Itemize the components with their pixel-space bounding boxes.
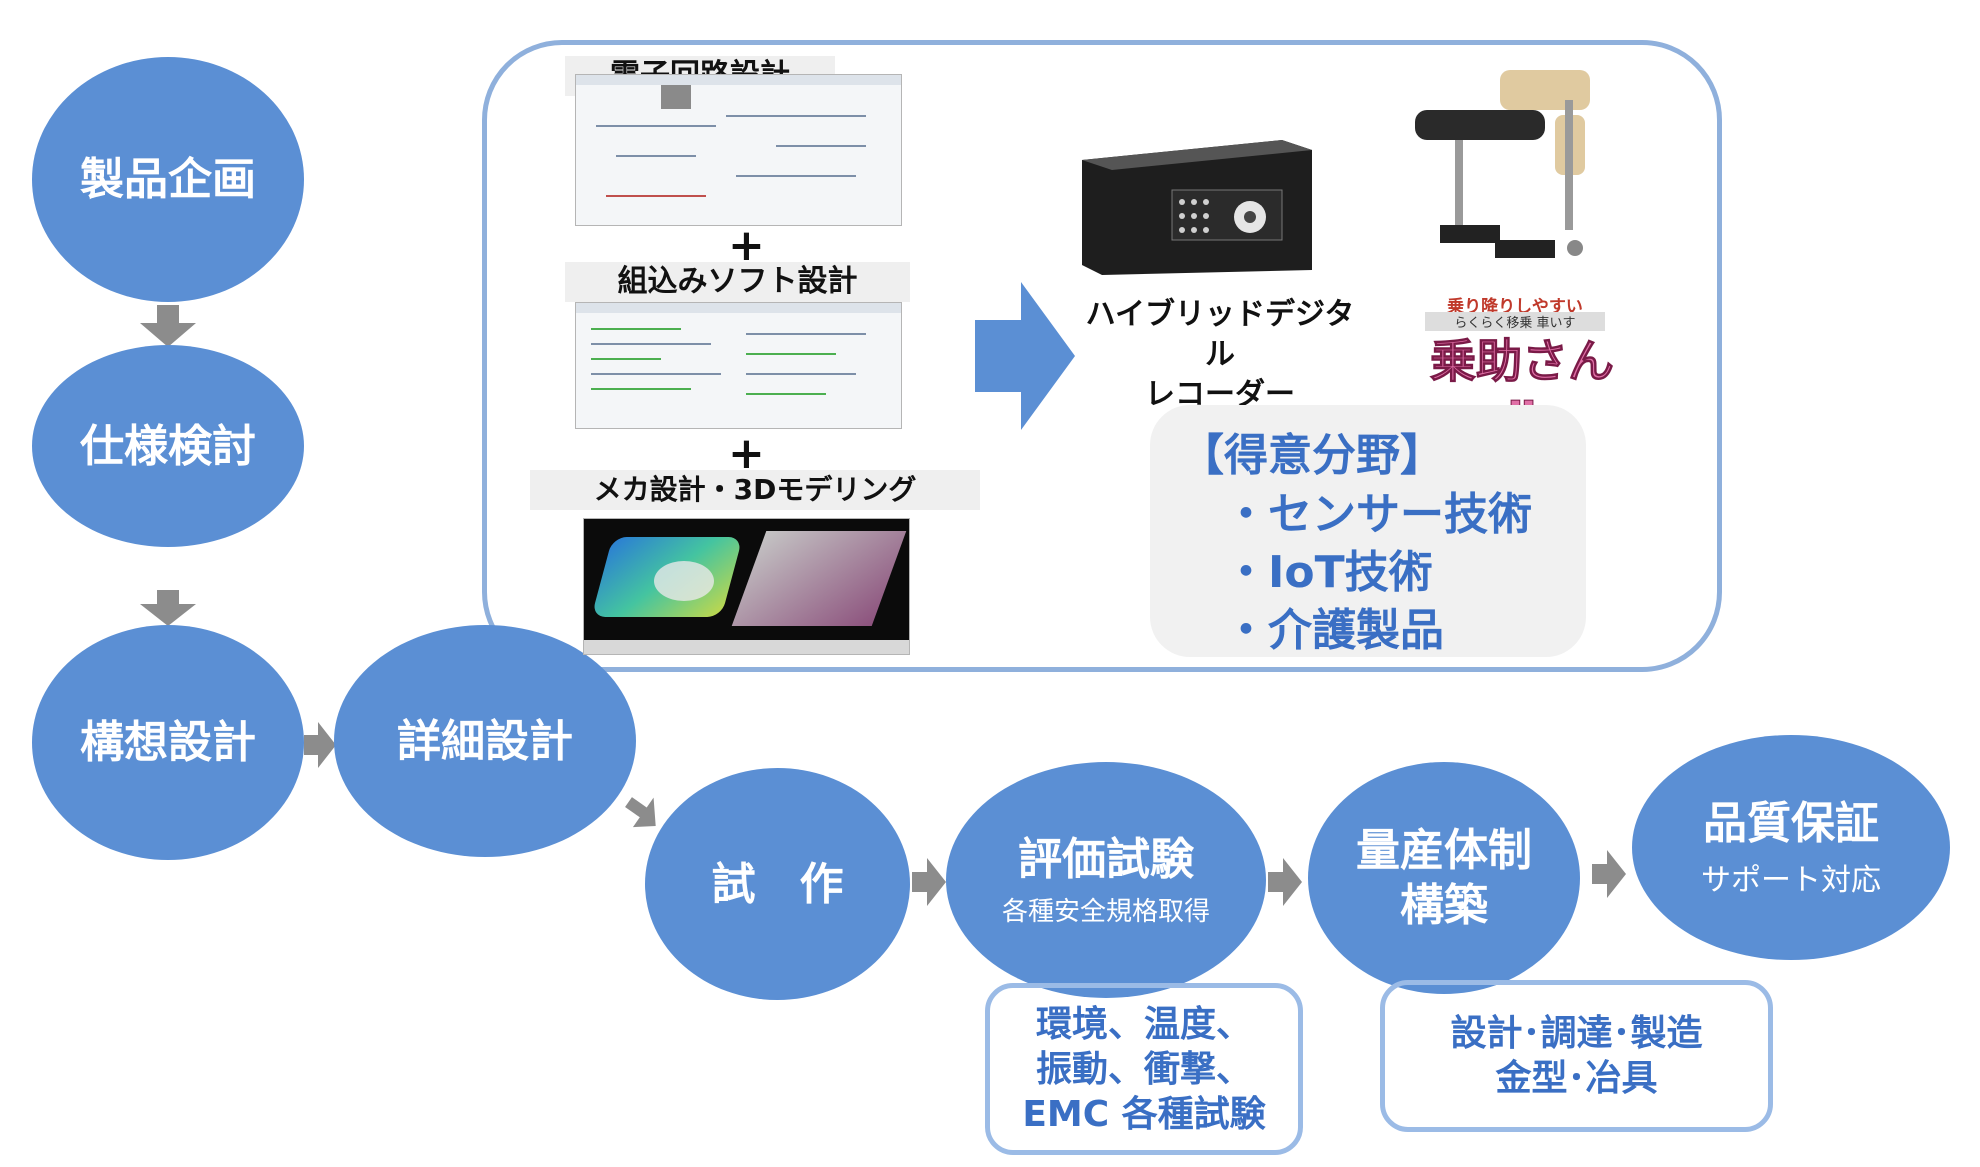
specialty-item-iot: ・IoT技術 <box>1224 547 1433 598</box>
step-evaluation-test: 評価試験 各種安全規格取得 <box>946 762 1266 998</box>
embedded-software-label: 組込みソフト設計 <box>565 262 910 302</box>
right-arrow-3 <box>1268 858 1302 906</box>
big-right-arrow <box>975 282 1075 430</box>
hybrid-recorder-image <box>1082 140 1312 275</box>
hybrid-recorder-label: ハイブリッドデジタル レコーダー <box>1085 297 1355 412</box>
right-arrow-2 <box>912 858 946 906</box>
step-prototype: 試 作 <box>645 768 910 1000</box>
circuit-design-screenshot <box>575 74 902 226</box>
right-arrow-1 <box>304 722 336 768</box>
transfer-wheelchair-image <box>1415 70 1590 258</box>
embedded-software-screenshot <box>575 302 902 429</box>
step-product-planning: 製品企画 <box>32 57 304 302</box>
mechanical-3d-screenshot <box>583 518 910 655</box>
mass-production-scope-note: 設計･調達･製造 金型･冶具 <box>1380 980 1773 1132</box>
diag-arrow <box>625 797 656 828</box>
step-quality-assurance: 品質保証 サポート対応 <box>1632 735 1950 960</box>
down-arrow-2 <box>140 590 196 626</box>
down-arrow-1 <box>140 305 196 347</box>
step-mass-production: 量産体制 構築 <box>1308 762 1580 994</box>
step-spec-review: 仕様検討 <box>32 345 304 547</box>
evaluation-tests-note: 環境、温度、 振動、衝撃、 EMC 各種試験 <box>985 983 1303 1155</box>
specialty-item-care: ・介護製品 <box>1224 605 1444 656</box>
mechanical-design-label: メカ設計・3Dモデリング <box>530 470 980 510</box>
step-concept-design: 構想設計 <box>32 625 304 860</box>
right-arrow-4 <box>1592 850 1626 898</box>
chair-subtitle: らくらく移乗 車いす <box>1425 312 1605 331</box>
specialty-item-sensor: ・センサー技術 <box>1224 489 1532 540</box>
step-detail-design: 詳細設計 <box>334 625 636 857</box>
specialty-fields-box: 【得意分野】 ・センサー技術 ・IoT技術 ・介護製品 <box>1150 405 1586 657</box>
specialty-heading: 【得意分野】 <box>1180 430 1444 481</box>
design-capability-frame <box>482 40 1722 672</box>
